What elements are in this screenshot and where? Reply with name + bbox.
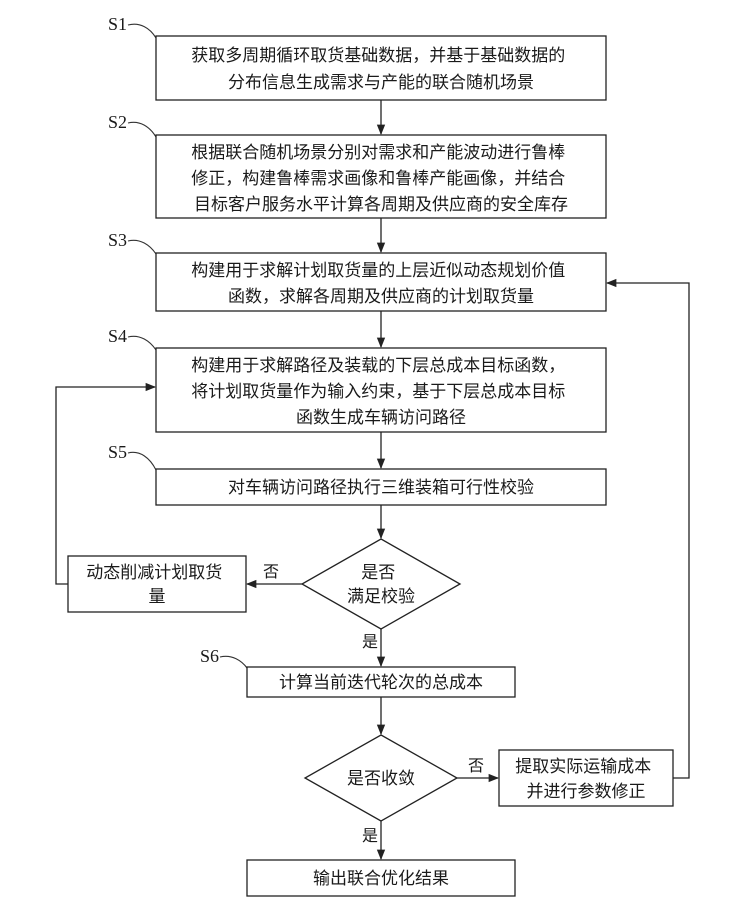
process-text-s5: 对车辆访问路径执行三维装箱可行性校验 bbox=[228, 478, 534, 498]
edge-label-converge-yes: 是 bbox=[362, 826, 378, 845]
step-leader-s3 bbox=[128, 240, 156, 254]
edge-label-check-yes: 是 bbox=[362, 632, 378, 651]
step-leader-s5 bbox=[128, 452, 156, 470]
process-text-s2: 根据联合随机场景分别对需求和产能波动进行鲁棒 修正，构建鲁棒需求画像和鲁棒产能画… bbox=[191, 143, 570, 215]
step-label-s2: S2 bbox=[108, 112, 127, 132]
step-leader-s1 bbox=[128, 24, 156, 38]
edge-label-converge-no: 否 bbox=[468, 756, 484, 775]
step-label-s6: S6 bbox=[200, 646, 219, 666]
step-leader-s2 bbox=[128, 122, 156, 137]
process-text-s6: 计算当前迭代轮次的总成本 bbox=[279, 673, 483, 693]
step-label-s1: S1 bbox=[108, 14, 127, 34]
edge-label-check-no: 否 bbox=[263, 562, 279, 581]
step-label-s3: S3 bbox=[108, 230, 127, 250]
step-leader-s4 bbox=[128, 336, 156, 350]
step-label-s5: S5 bbox=[108, 442, 127, 462]
step-label-s4: S4 bbox=[108, 326, 127, 346]
process-text-output: 输出联合优化结果 bbox=[313, 869, 449, 889]
step-leader-s6 bbox=[220, 656, 247, 668]
decision-check bbox=[302, 539, 460, 629]
decision-converge-text: 是否收敛 bbox=[347, 769, 415, 789]
arrow-extract-loop-s3 bbox=[607, 283, 689, 778]
arrow-reduce-loop-s4 bbox=[56, 387, 155, 584]
